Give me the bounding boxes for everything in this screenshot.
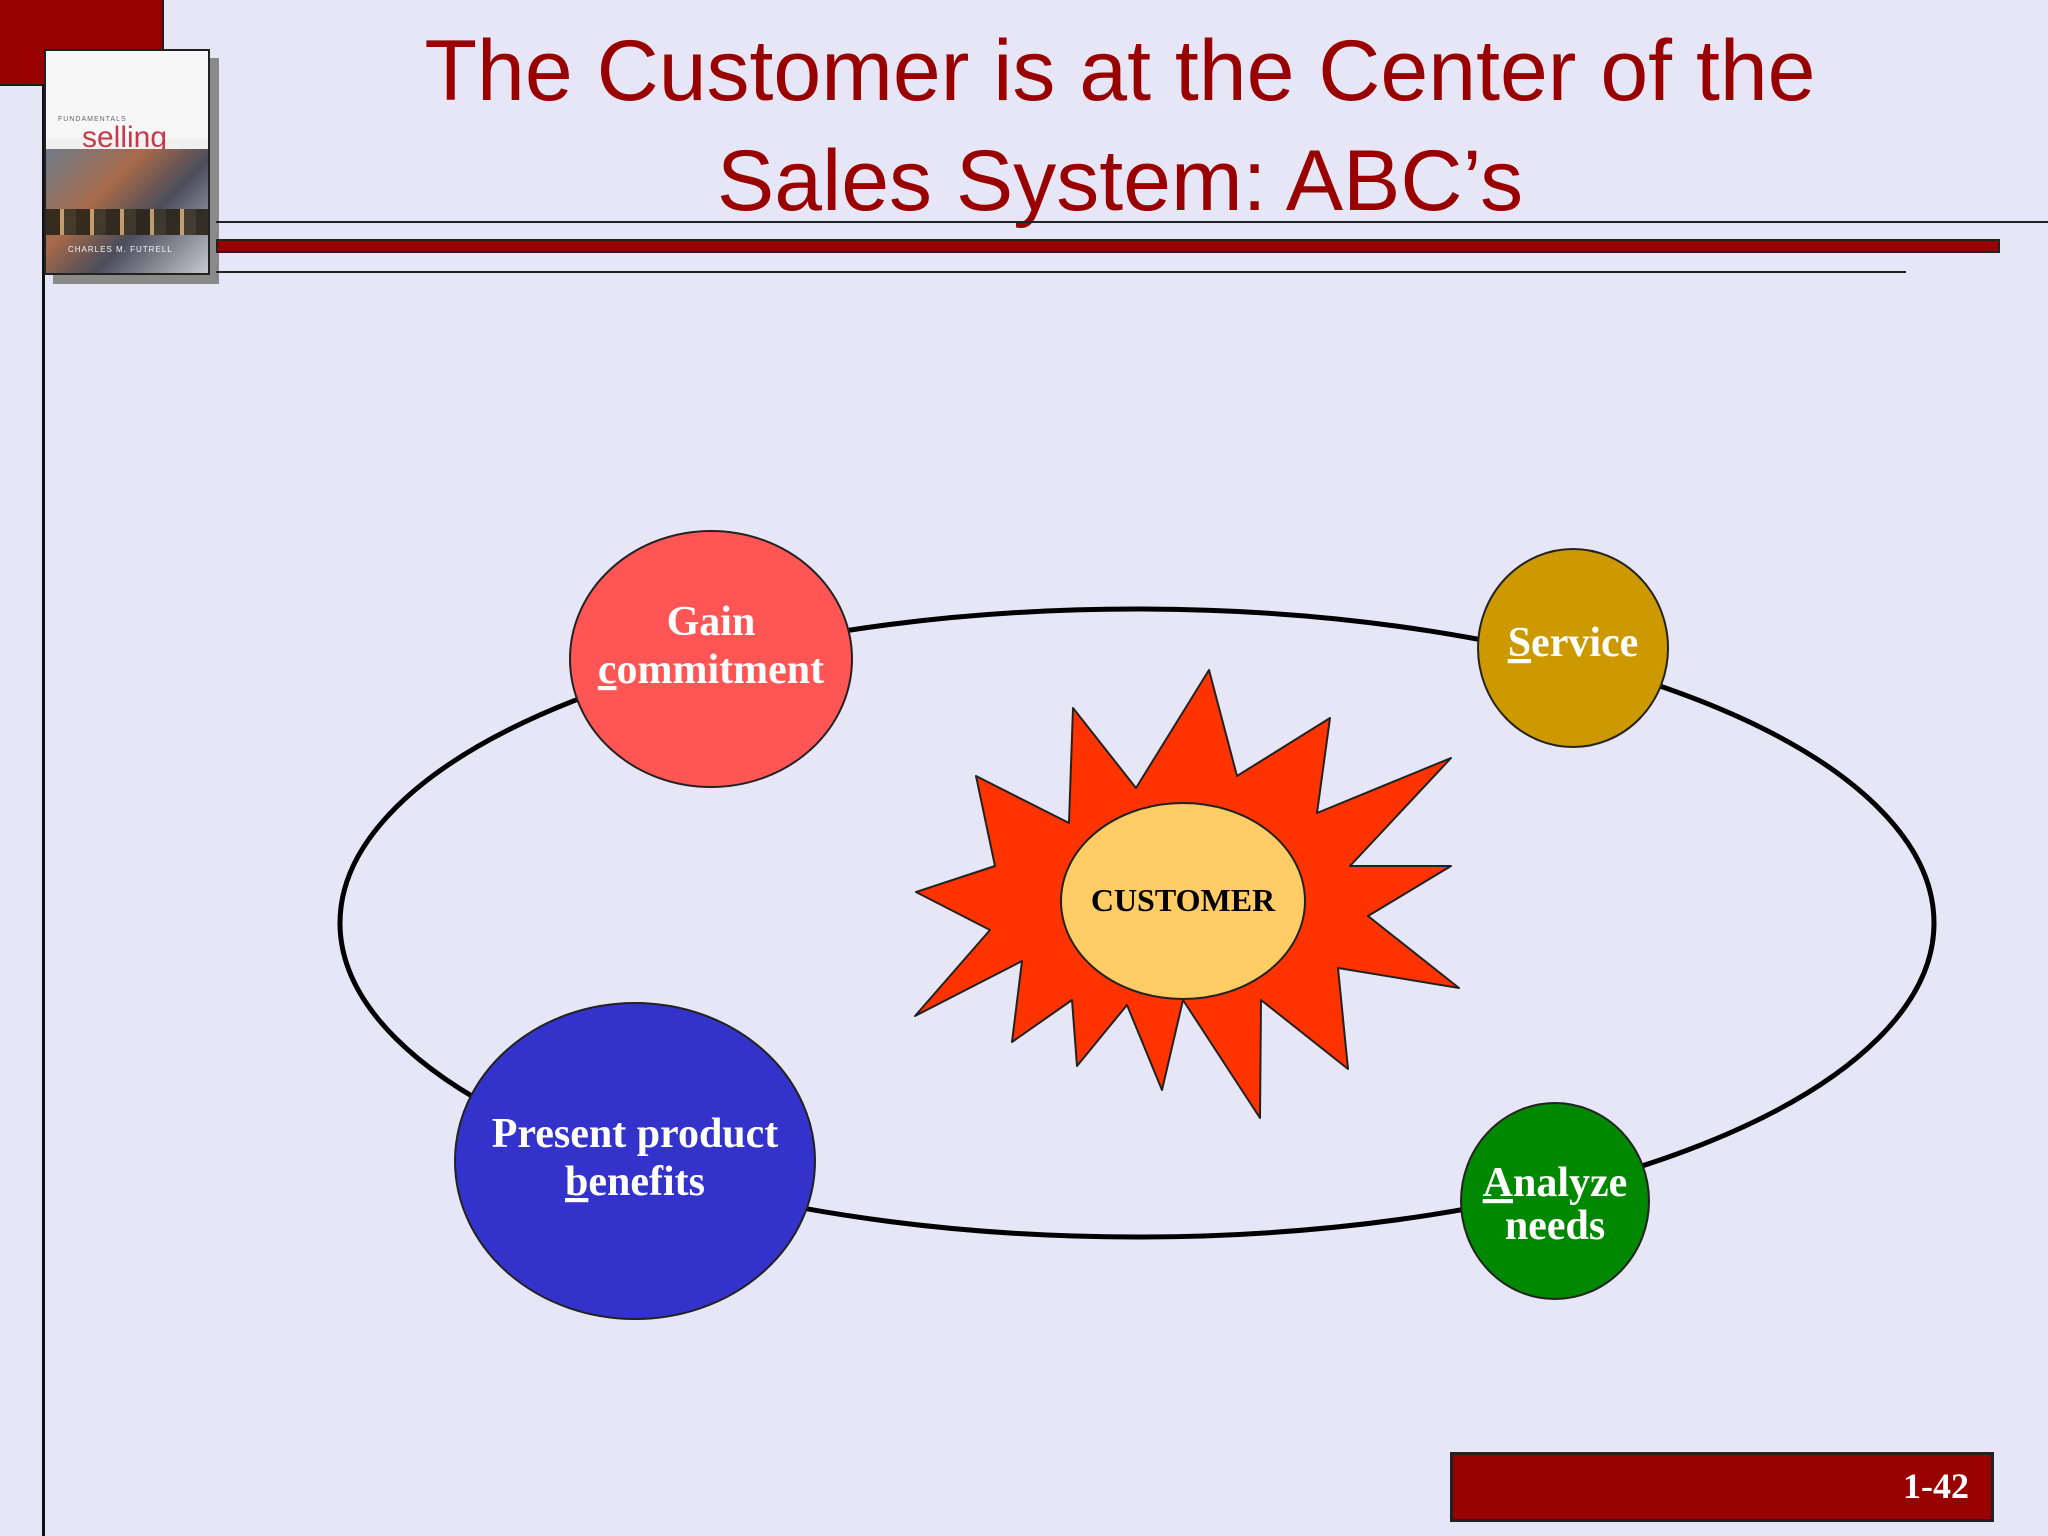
book-cover-photo-strip <box>46 209 208 235</box>
node-present-product-benefits: Present product benefits <box>454 1002 816 1320</box>
book-cover-image: FUNDAMENTALS selling CHARLES M. FUTRELL <box>44 49 210 275</box>
node-gain-commitment-label-2: commitment <box>598 647 824 693</box>
customer-circle <box>1060 802 1306 1000</box>
left-vertical-rule <box>42 84 45 1536</box>
node-present-benefits-circle <box>454 1002 816 1320</box>
slide-title: The Customer is at the Center of the Sal… <box>260 16 1980 236</box>
page-number: 1-42 <box>1903 1466 1969 1506</box>
customer-label: CUSTOMER <box>1091 882 1276 918</box>
book-cover-author: CHARLES M. FUTRELL <box>68 245 173 254</box>
book-cover-title-area <box>46 51 208 139</box>
node-service-label: Service <box>1508 620 1639 666</box>
slide-title-line-1: The Customer is at the Center of the <box>424 23 1816 119</box>
header-rule-thin-top <box>216 221 2048 223</box>
node-gain-commitment-label-1: Gain <box>667 599 756 645</box>
node-analyze-needs: Analyze needs <box>1460 1102 1650 1300</box>
node-service: Service <box>1477 548 1669 748</box>
node-service-circle <box>1477 548 1669 748</box>
page-number-box: 1-42 <box>1450 1452 1994 1522</box>
node-present-benefits-label-1: Present product <box>492 1111 779 1157</box>
node-gain-commitment: Gain commitment <box>569 530 853 788</box>
node-analyze-needs-circle <box>1460 1102 1650 1300</box>
slide-title-line-2: Sales System: ABC’s <box>716 133 1524 229</box>
book-cover-small-text: FUNDAMENTALS <box>58 116 127 123</box>
node-gain-commitment-circle <box>569 530 853 788</box>
node-analyze-needs-label-1: Analyze <box>1483 1160 1628 1206</box>
header-rule-thick <box>216 239 2000 253</box>
book-cover-brand: selling <box>82 121 168 154</box>
sales-cycle-ellipse <box>337 606 1937 1240</box>
header-rule-thin-bottom <box>216 271 1906 273</box>
node-analyze-needs-label-2: needs <box>1505 1203 1605 1249</box>
node-present-benefits-label-2: benefits <box>565 1159 705 1205</box>
